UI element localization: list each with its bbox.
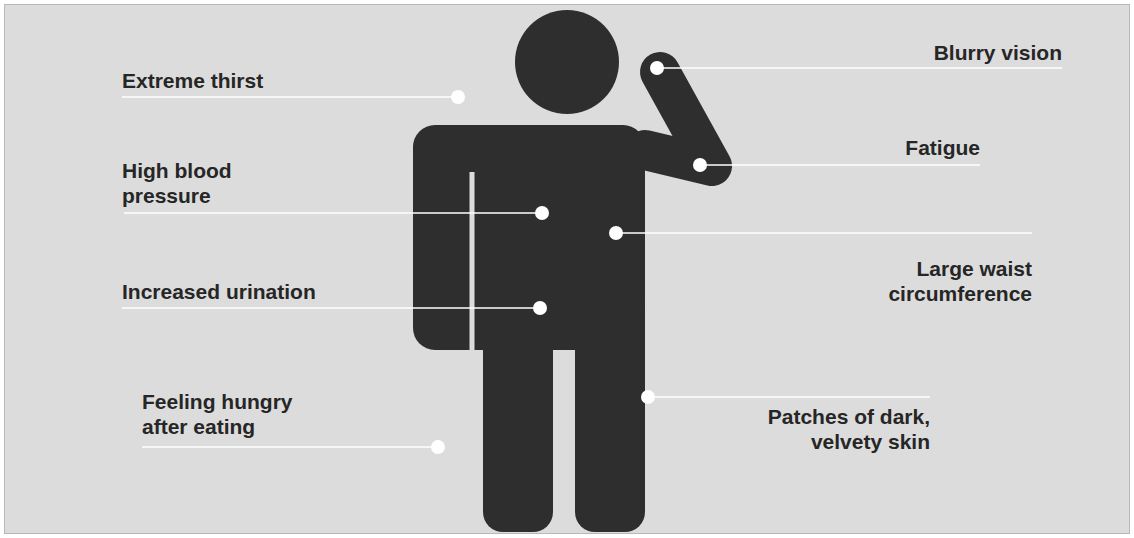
leader-line — [122, 96, 458, 98]
marker-dot — [693, 158, 707, 172]
arm-gap — [470, 172, 475, 352]
symptom-label: Feeling hungry after eating — [142, 389, 322, 439]
leader-line — [142, 446, 438, 448]
marker-dot — [535, 206, 549, 220]
right-leg — [575, 290, 645, 532]
leader-line — [122, 307, 540, 309]
symptom-label: Blurry vision — [822, 40, 1062, 65]
raised-arm — [645, 72, 712, 166]
head — [515, 10, 619, 114]
marker-dot — [431, 440, 445, 454]
leader-line — [124, 212, 542, 214]
left-leg — [483, 290, 553, 532]
leg-gap — [553, 350, 575, 534]
marker-dot — [641, 390, 655, 404]
symptom-label: Fatigue — [780, 135, 980, 160]
leader-lines — [122, 68, 1062, 447]
marker-dot — [451, 90, 465, 104]
symptom-label: Patches of dark, velvety skin — [715, 404, 930, 454]
symptom-label: Extreme thirst — [122, 68, 362, 93]
leader-line — [700, 164, 980, 166]
leader-line — [657, 67, 1062, 69]
symptom-label: Increased urination — [122, 279, 382, 304]
marker-dot — [533, 301, 547, 315]
leader-line — [616, 232, 1032, 234]
marker-dot — [609, 226, 623, 240]
background-panel: Extreme thirst Blurry visionFatigueHigh b… — [4, 4, 1130, 534]
leader-line — [648, 396, 930, 398]
symptom-label: Large waist circumference — [822, 256, 1032, 306]
symptom-label: High blood pressure — [122, 158, 292, 208]
marker-dots — [431, 61, 707, 454]
marker-dot — [650, 61, 664, 75]
label-layer: Extreme thirst Blurry visionFatigueHigh b… — [4, 4, 1130, 534]
